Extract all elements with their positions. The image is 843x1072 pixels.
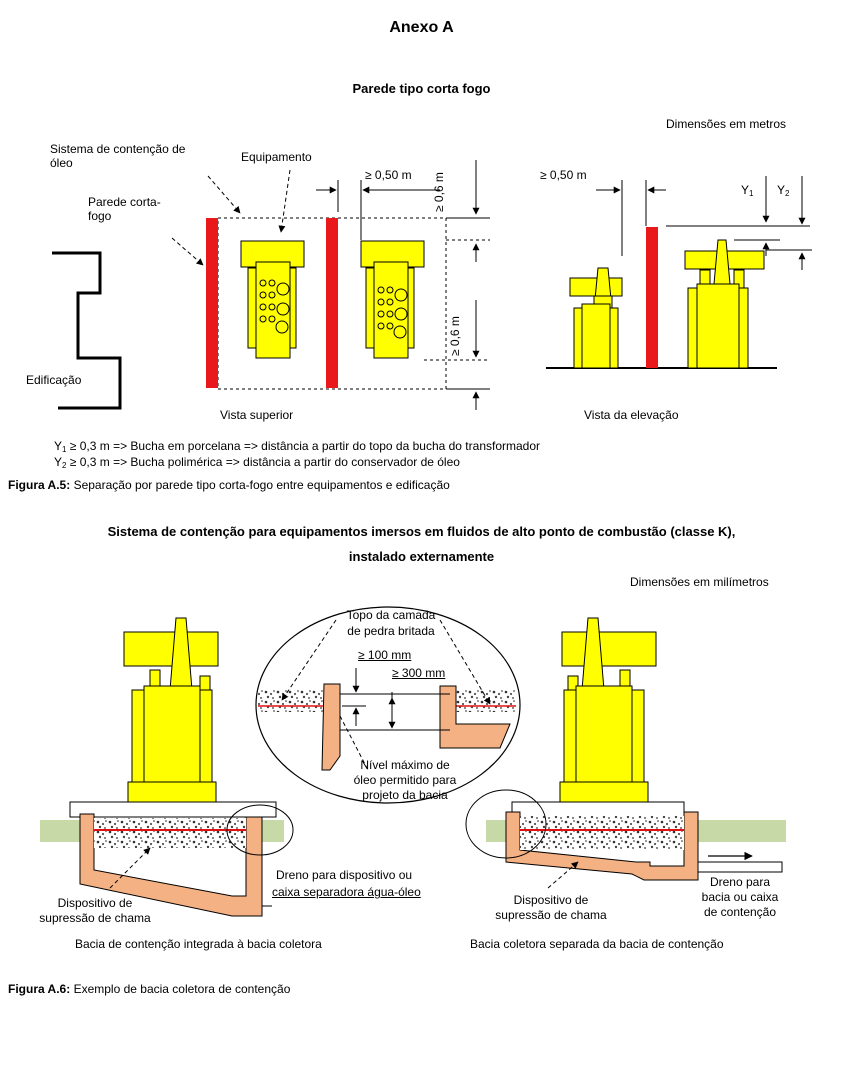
label-basin-integrated: Bacia de contenção integrada à bacia col… <box>75 937 322 951</box>
label-y2: Y2 <box>777 183 790 198</box>
label-flame-left-2: supressão de chama <box>39 911 151 925</box>
equipment-top-view-1 <box>240 240 305 359</box>
elevation-transformer-small <box>569 267 623 369</box>
right-basin-drawing <box>465 617 786 889</box>
label-dist-top: ≥ 0,50 m <box>365 168 412 182</box>
label-flame-right-2: supressão de chama <box>495 908 607 922</box>
label-dist-right-bottom: ≥ 0,6 m <box>448 316 462 356</box>
label-elevation-view: Vista da elevação <box>584 408 679 422</box>
label-max-oil-2: óleo permitido para <box>353 773 457 787</box>
label-crushed-stone-2: de pedra britada <box>347 624 435 638</box>
label-building: Edificação <box>26 373 82 387</box>
label-drain-left-2: caixa separadora água-óleo <box>272 885 421 899</box>
label-oil-system-1: Sistema de contenção de <box>50 142 186 156</box>
label-dist-right-top: ≥ 0,6 m <box>432 172 446 212</box>
label-firewall-2: fogo <box>88 209 112 223</box>
figure-a6-units: Dimensões em milímetros <box>630 575 769 589</box>
label-min-300: ≥ 300 mm <box>392 666 446 680</box>
label-drain-right-2: bacia ou caixa <box>701 890 779 904</box>
label-firewall-1: Parede corta- <box>88 195 161 209</box>
page-title: Anexo A <box>389 19 454 36</box>
firewall-right <box>326 218 338 388</box>
integrated-basin <box>79 813 263 917</box>
figure-a6-caption: Figura A.6: Exemplo de bacia coletora de… <box>8 982 291 996</box>
label-max-oil-3: projeto da bacia <box>362 788 448 802</box>
figure-a6-heading-2: instalado externamente <box>348 549 495 564</box>
label-top-view: Vista superior <box>220 408 294 422</box>
label-max-oil-1: Nível máximo de <box>360 758 450 772</box>
label-drain-right-3: de contenção <box>703 905 777 919</box>
figure-a5-caption: Figura A.5: Separação por parede tipo co… <box>8 478 450 492</box>
label-basin-separate: Bacia coletora separada da bacia de cont… <box>470 937 724 951</box>
top-view-drawing <box>52 160 490 410</box>
elevation-transformer-large <box>684 239 765 369</box>
label-dist-elev: ≥ 0,50 m <box>540 168 587 182</box>
label-drain-right-1: Dreno para <box>709 875 771 889</box>
transformer-left <box>123 617 219 803</box>
label-min-100: ≥ 100 mm <box>358 648 412 662</box>
building-outline <box>52 251 122 410</box>
label-drain-left-1: Dreno para dispositivo ou <box>276 868 413 882</box>
figure-a5-units: Dimensões em metros <box>666 117 787 131</box>
firewall-left <box>206 218 218 388</box>
equipment-top-view-2 <box>360 240 425 359</box>
label-y1: Y1 <box>741 183 754 198</box>
label-flame-left-1: Dispositivo de <box>57 896 133 910</box>
firewall-elevation <box>646 227 658 368</box>
label-oil-system-2: óleo <box>50 156 73 170</box>
elevation-view-drawing <box>546 176 812 369</box>
label-equipment: Equipamento <box>241 150 312 164</box>
figure-a6-heading-1: Sistema de contenção para equipamentos i… <box>107 524 736 539</box>
detail-circle <box>255 606 521 804</box>
note-y2: Y2 ≥ 0,3 m => Bucha polimérica => distân… <box>54 455 460 470</box>
transformer-right <box>559 617 657 803</box>
left-basin-drawing <box>40 617 294 917</box>
label-flame-right-1: Dispositivo de <box>513 893 589 907</box>
note-y1: Y1 ≥ 0,3 m => Bucha em porcelana => dist… <box>54 439 541 454</box>
figure-a5-heading: Parede tipo corta fogo <box>352 81 491 96</box>
label-crushed-stone-1: Topo da camada <box>346 608 436 622</box>
